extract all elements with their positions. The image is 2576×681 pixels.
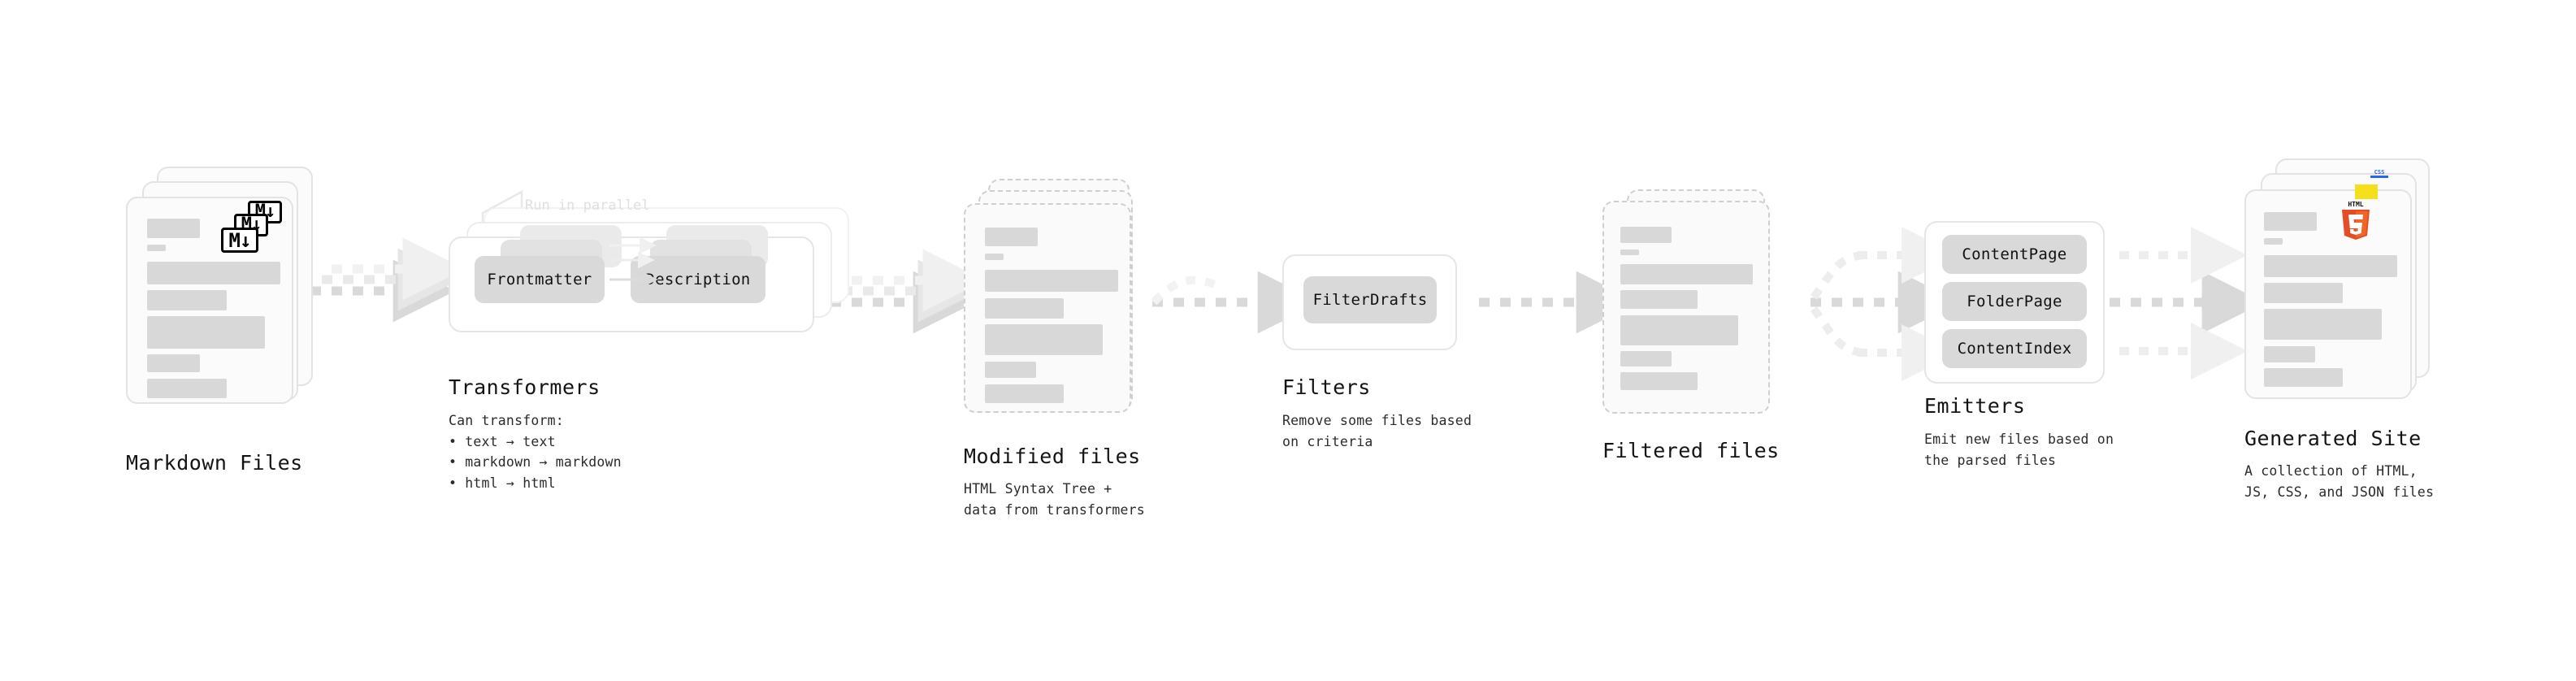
arrow-md-to-transformers (310, 237, 466, 323)
stage-modified-files (964, 179, 1151, 431)
stage-markdown-files: M↓ M↓ M↓ (126, 167, 313, 410)
markdown-icon: M↓ (221, 228, 258, 253)
stage-generated-site: CSS HTML (2244, 158, 2435, 410)
css3-icon: CSS (2369, 167, 2390, 180)
stage-filtered-files (1602, 189, 1785, 433)
caption-title-filters: Filters (1282, 375, 1371, 399)
site-card-front (2244, 189, 2412, 399)
markdown-card-front (126, 197, 293, 404)
svg-text:HTML: HTML (2348, 201, 2363, 208)
caption-title-generated-site: Generated Site (2244, 427, 2422, 450)
filter-pill-filterdrafts[interactable]: FilterDrafts (1303, 276, 1437, 323)
arrow-filtered-to-emitters (1810, 227, 1961, 381)
emitter-pill-folderpage[interactable]: FolderPage (1942, 282, 2087, 321)
emitter-pill-contentpage[interactable]: ContentPage (1942, 235, 2087, 274)
arrow-transformers-to-modified (830, 249, 986, 334)
modified-card-front (964, 203, 1131, 413)
caption-title-filtered-files: Filtered files (1602, 439, 1780, 462)
caption-title-transformers: Transformers (449, 375, 601, 399)
javascript-icon (2355, 184, 2378, 199)
caption-sub-generated-site: A collection of HTML, JS, CSS, and JSON … (2244, 463, 2435, 500)
transformer-inner-arrows (608, 236, 658, 288)
caption-sub-transformers: Can transform: • text → text • markdown … (449, 413, 622, 491)
caption-title-modified-files: Modified files (964, 445, 1141, 468)
caption-title-emitters: Emitters (1924, 394, 2026, 418)
caption-sub-modified-files: HTML Syntax Tree + data from transformer… (964, 481, 1145, 518)
caption-sub-filters: Remove some files based on criteria (1282, 413, 1472, 449)
transformer-pill-frontmatter[interactable]: Frontmatter (475, 256, 605, 303)
caption-sub-emitters: Emit new files based on the parsed files (1924, 432, 2114, 468)
filtered-card-front (1602, 201, 1770, 414)
emitter-pill-contentindex[interactable]: ContentIndex (1942, 329, 2087, 368)
arrow-emitters-to-site (2110, 227, 2265, 380)
svg-text:CSS: CSS (2374, 169, 2385, 176)
run-in-parallel-note: Run in parallel (525, 197, 650, 214)
arrow-modified-to-filters (1151, 271, 1321, 334)
caption-title-markdown-files: Markdown Files (126, 451, 303, 475)
html5-icon: HTML (2339, 199, 2373, 241)
